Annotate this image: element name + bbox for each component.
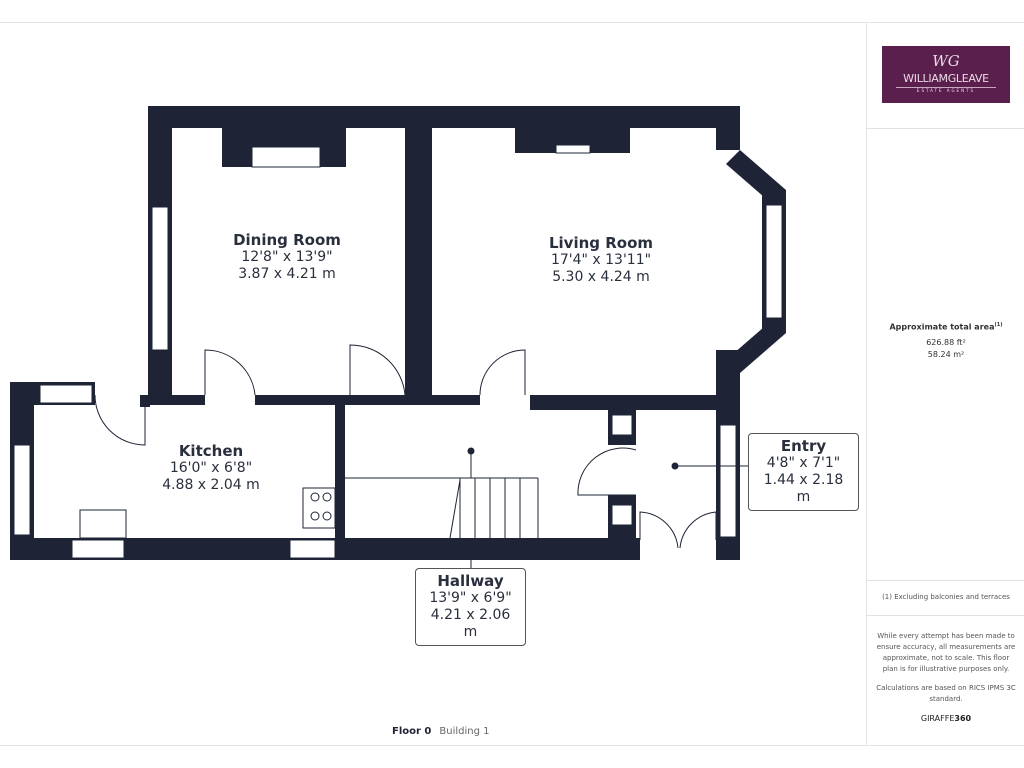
room-name: Hallway xyxy=(437,572,504,590)
floor-name: Floor 0 xyxy=(392,726,432,737)
logo-sub: ESTATE AGENTS xyxy=(896,87,996,93)
area-sqft: 626.88 ft² xyxy=(926,337,966,347)
walls xyxy=(10,106,786,560)
room-imperial: 17'4" x 13'11" xyxy=(550,252,652,268)
plan-frame xyxy=(0,22,1024,746)
giraffe360-logo: GIRAFFE360 xyxy=(920,714,972,723)
room-imperial: 4'8" x 7'1" xyxy=(766,455,841,471)
floor-caption: Floor 0 Building 1 xyxy=(392,726,489,737)
room-metric: 1.44 x 2.18 m xyxy=(763,472,844,505)
divider xyxy=(867,128,1024,129)
exclusion-note: (1) Excluding balconies and terraces xyxy=(882,593,1010,601)
room-metric: 4.21 x 2.06 m xyxy=(430,607,511,640)
building-name: Building 1 xyxy=(439,726,490,737)
room-label-kitchen: Kitchen 16'0" x 6'8" 4.88 x 2.04 m xyxy=(131,443,291,494)
agent-logo: WG WILLIAMGLEAVE ESTATE AGENTS xyxy=(882,46,1010,103)
room-label-dining-room: Dining Room 12'8" x 13'9" 3.87 x 4.21 m xyxy=(207,232,367,283)
room-label-entry: Entry 4'8" x 7'1" 1.44 x 2.18 m xyxy=(748,433,859,511)
room-metric: 3.87 x 4.21 m xyxy=(238,266,336,282)
doors xyxy=(94,344,717,549)
room-label-living-room: Living Room 17'4" x 13'11" 5.30 x 4.24 m xyxy=(521,235,681,286)
total-area: Approximate total area(1) 626.88 ft² 58.… xyxy=(867,322,1024,362)
divider xyxy=(867,580,1024,581)
standard-note: Calculations are based on RICS IPMS 3C s… xyxy=(876,684,1016,703)
logo-name: WILLIAMGLEAVE xyxy=(903,72,989,85)
logo-mark: WG xyxy=(932,52,960,70)
info-panel: WG WILLIAMGLEAVE ESTATE AGENTS Approxima… xyxy=(866,22,1024,746)
windows xyxy=(13,144,783,559)
floor-plan xyxy=(10,106,786,568)
room-imperial: 13'9" x 6'9" xyxy=(429,590,512,606)
area-sqm: 58.24 m² xyxy=(927,349,965,359)
room-name: Living Room xyxy=(548,234,654,252)
area-title: Approximate total area(1) xyxy=(889,322,1003,332)
divider xyxy=(867,615,1024,616)
disclaimer: While every attempt has been made to ens… xyxy=(876,632,1016,673)
room-name: Entry xyxy=(780,437,827,455)
room-name: Kitchen xyxy=(178,442,244,460)
room-name: Dining Room xyxy=(233,231,341,249)
room-metric: 5.30 x 4.24 m xyxy=(552,269,650,285)
room-imperial: 12'8" x 13'9" xyxy=(241,249,333,265)
room-metric: 4.88 x 2.04 m xyxy=(162,477,260,493)
room-label-hallway: Hallway 13'9" x 6'9" 4.21 x 2.06 m xyxy=(415,568,526,646)
room-imperial: 16'0" x 6'8" xyxy=(169,460,253,476)
